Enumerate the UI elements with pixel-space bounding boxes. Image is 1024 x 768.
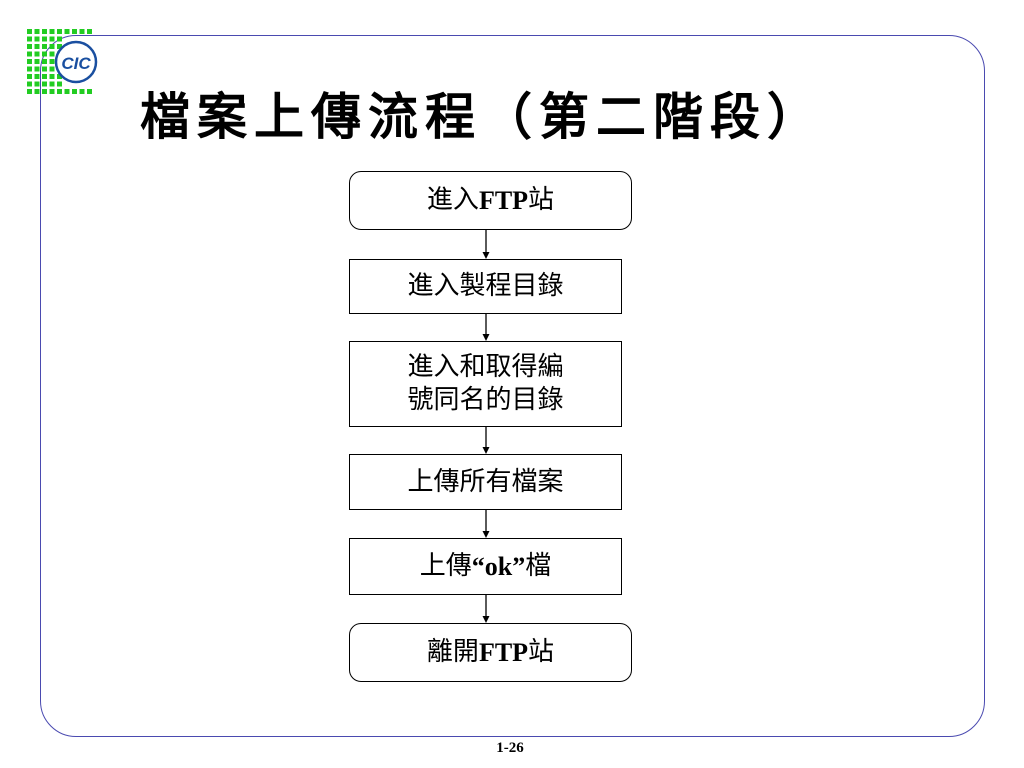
page-title: 檔案上傳流程（第二階段） xyxy=(140,88,824,146)
flow-step-enter-process-dir: 進入製程目錄 xyxy=(349,259,622,314)
slide-frame xyxy=(40,35,985,737)
page-number: 1-26 xyxy=(496,740,524,756)
flow-step-upload-all: 上傳所有檔案 xyxy=(349,454,622,510)
flow-step-enter-numbered-dir: 進入和取得編 號同名的目錄 xyxy=(349,341,622,427)
flow-step-upload-ok: 上傳“ok”檔 xyxy=(349,538,622,595)
logo-text: CIC xyxy=(61,54,91,73)
cic-logo-icon: CIC xyxy=(27,29,98,94)
